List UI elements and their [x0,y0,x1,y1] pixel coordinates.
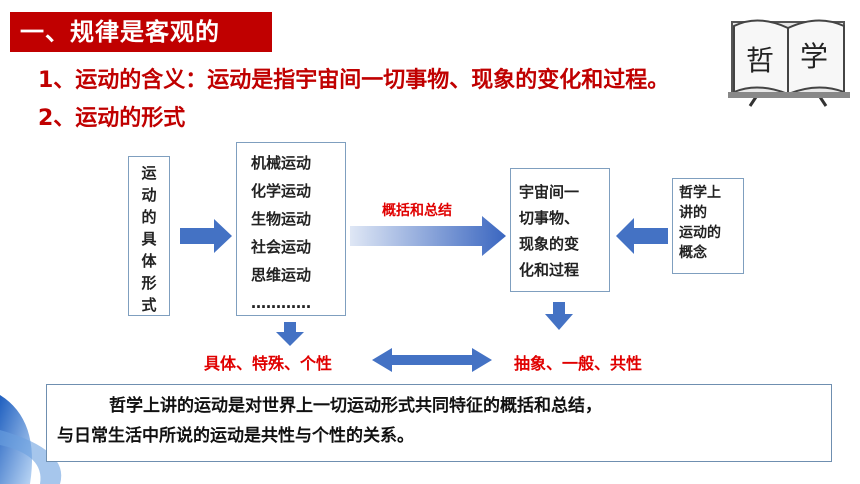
list-item: 生物运动 [251,210,312,228]
philosophy-concept-box: 哲学上 讲的 运动的 概念 [672,178,744,274]
list-item: 化学运动 [251,182,312,200]
list-item: ………… [251,294,311,312]
arrow-down-right [545,302,573,330]
logo-char-2: 学 [800,40,828,73]
definition-box: 宇宙间一 切事物、 现象的变 化和过程 [510,168,610,292]
motion-definition: 1、运动的含义：运动是指宇宙间一切事物、现象的变化和过程。 [38,68,670,93]
arrow-concept-to-definition [616,218,668,254]
arrow-summary [350,216,506,256]
arrow-forms-to-list [180,219,232,253]
philosophy-book-logo: 哲 学 [728,19,850,107]
concrete-forms-box: 运 动 的 具 体 形 式 [128,156,170,316]
arrow-double [372,348,492,372]
conclusion-line-2: 与日常生活中所说的运动是共性与个性的关系。 [57,426,414,446]
arrow-down-left [276,322,304,346]
individuality-traits: 具体、特殊、个性 [204,354,333,373]
conclusion-box: 哲学上讲的运动是对世界上一切运动形式共同特征的概括和总结， 与日常生活中所说的运… [46,384,832,462]
list-item: 社会运动 [251,238,312,256]
section-heading: 一、规律是客观的 [10,12,272,52]
conclusion-line-1: 哲学上讲的运动是对世界上一切运动形式共同特征的概括和总结， [109,396,602,416]
list-item: 机械运动 [251,154,312,172]
summary-label: 概括和总结 [382,203,452,219]
logo-char-1: 哲 [746,44,774,77]
motion-types-list: 机械运动 化学运动 生物运动 社会运动 思维运动 ………… [236,142,346,316]
commonality-traits: 抽象、一般、共性 [514,354,643,373]
motion-forms-heading: 2、运动的形式 [38,106,186,131]
list-item: 思维运动 [251,266,312,284]
